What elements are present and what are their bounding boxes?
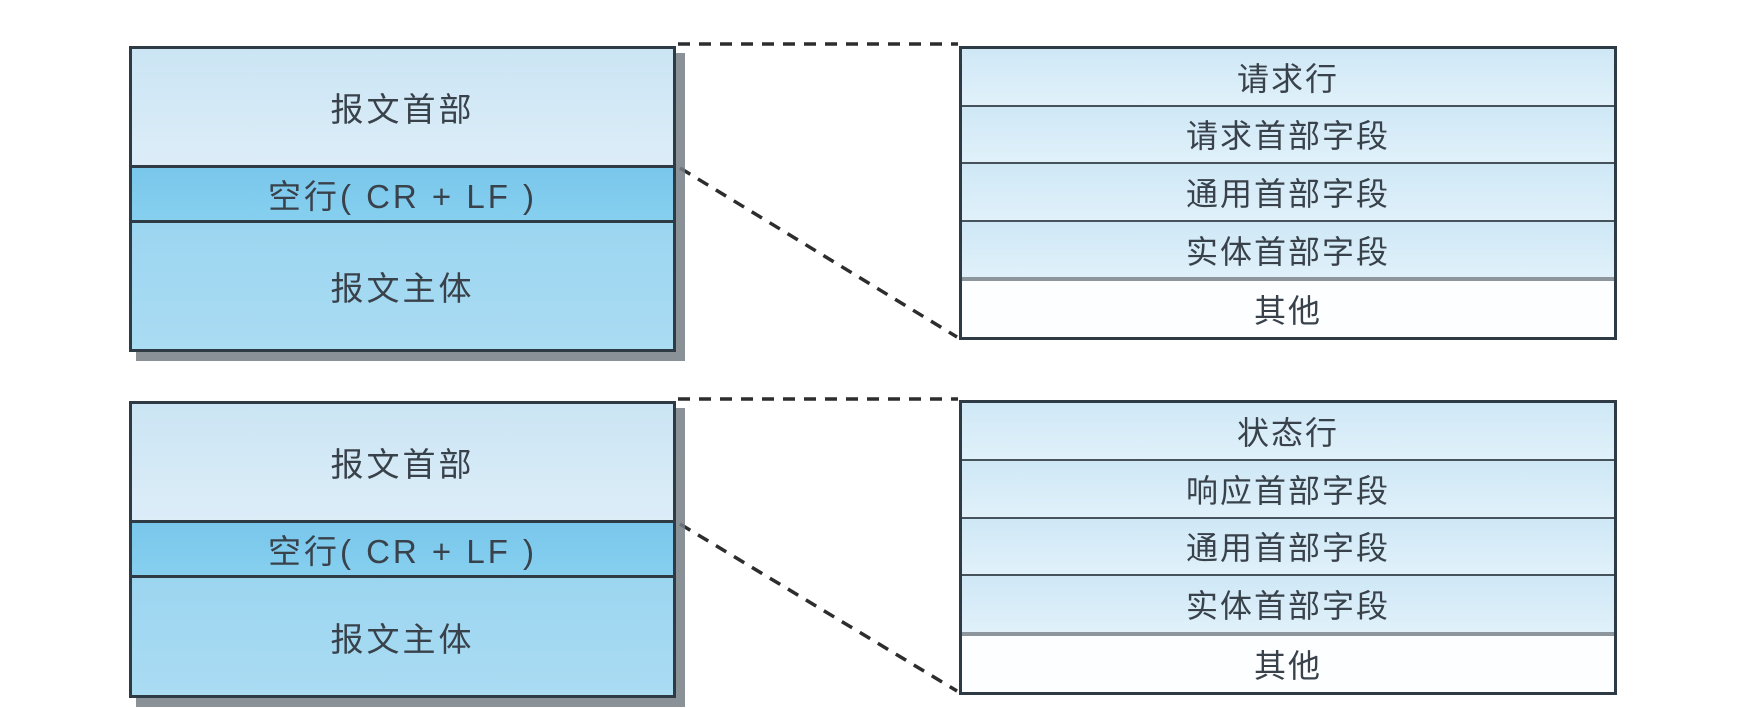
- request-message-header-section: 报文首部: [132, 49, 673, 165]
- detail-row-entity-header-fields-response: 实体首部字段: [962, 576, 1614, 637]
- detail-row-request-line: 请求行: [962, 49, 1614, 107]
- entity-header-fields-label: 实体首部字段: [1185, 233, 1390, 270]
- request-header-detail-box: 请求行 请求首部字段 通用首部字段 实体首部字段 其他: [959, 46, 1617, 340]
- response-message-header-section: 报文首部: [132, 404, 673, 520]
- status-line-label: 状态行: [1236, 414, 1339, 451]
- detail-row-request-header-fields: 请求首部字段: [962, 106, 1614, 165]
- detail-row-status-line: 状态行: [962, 403, 1614, 461]
- request-message-blank-line-label: 空行( CR + LF ): [267, 178, 538, 215]
- request-header-fields-label: 请求首部字段: [1185, 118, 1390, 155]
- request-message-box: 报文首部 空行( CR + LF ) 报文主体: [129, 46, 676, 352]
- request-message-blank-line-section: 空行( CR + LF ): [132, 165, 673, 223]
- detail-row-other: 其他: [962, 281, 1614, 337]
- general-header-fields-label: 通用首部字段: [1185, 175, 1390, 212]
- detail-row-general-header-fields-response: 通用首部字段: [962, 518, 1614, 577]
- response-message-blank-line-label: 空行( CR + LF ): [267, 533, 538, 570]
- other-response-label: 其他: [1253, 648, 1322, 685]
- request-line-label: 请求行: [1236, 60, 1339, 97]
- request-message-header-label: 报文首部: [330, 91, 475, 128]
- other-label: 其他: [1253, 293, 1322, 330]
- detail-row-general-header-fields: 通用首部字段: [962, 164, 1614, 222]
- detail-row-other-response: 其他: [962, 636, 1614, 692]
- connector-bottom-diagonal-dashed-line: [679, 522, 958, 693]
- general-header-fields-response-label: 通用首部字段: [1185, 530, 1390, 567]
- response-header-detail-box: 状态行 响应首部字段 通用首部字段 实体首部字段 其他: [959, 400, 1617, 695]
- response-message-header-label: 报文首部: [330, 446, 475, 483]
- response-message-blank-line-section: 空行( CR + LF ): [132, 520, 673, 578]
- entity-header-fields-response-label: 实体首部字段: [1185, 588, 1390, 625]
- connector-top-diagonal-dashed-line: [679, 166, 958, 339]
- response-message-box: 报文首部 空行( CR + LF ) 报文主体: [129, 401, 676, 698]
- request-message-body-label: 报文主体: [330, 270, 475, 307]
- request-message-body-section: 报文主体: [132, 223, 673, 349]
- response-header-fields-label: 响应首部字段: [1185, 472, 1390, 509]
- response-message-body-section: 报文主体: [132, 578, 673, 695]
- response-message-body-label: 报文主体: [330, 620, 475, 658]
- detail-row-response-header-fields: 响应首部字段: [962, 460, 1614, 519]
- detail-row-entity-header-fields: 实体首部字段: [962, 221, 1614, 282]
